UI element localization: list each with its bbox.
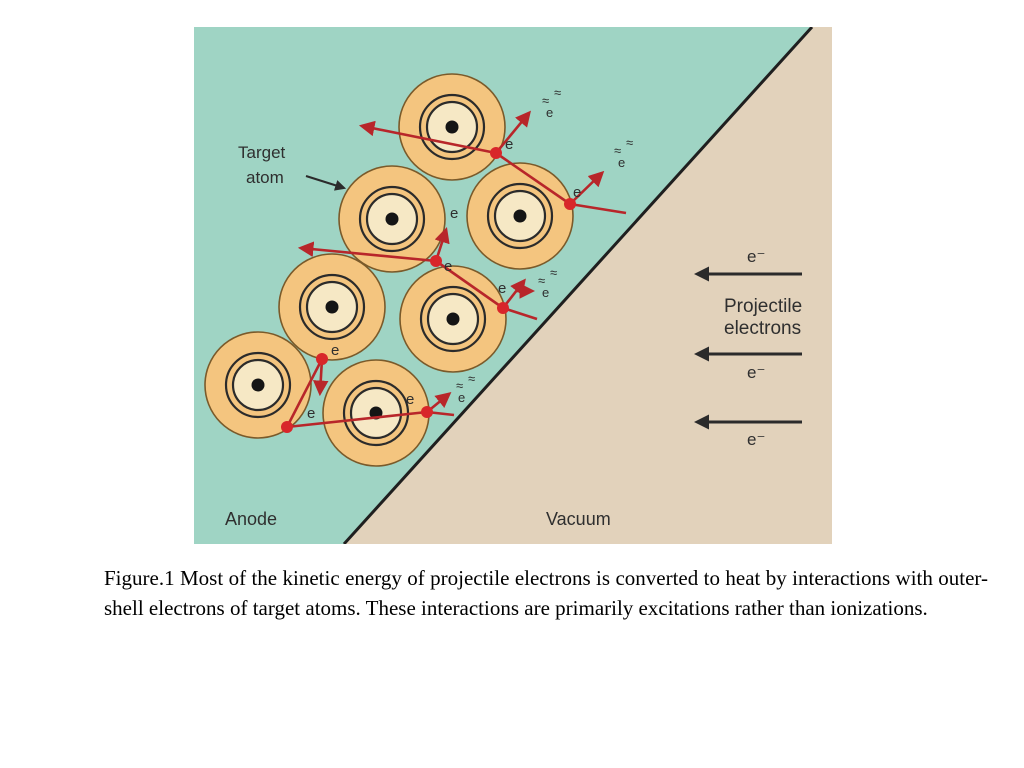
anode-surface-line (342, 27, 814, 544)
target-atom-label-line1: Target (238, 143, 286, 162)
vacuum-label: Vacuum (546, 509, 611, 529)
electron-dot (421, 406, 433, 418)
projectile-label-line2: electrons (724, 318, 801, 339)
heat-symbols: ≈ ≈ e ≈ ≈ e ≈ ≈ e ≈ ≈ e (456, 85, 633, 405)
heat-symbol: ≈ (542, 93, 549, 108)
target-atoms (204, 73, 574, 467)
anode-label: Anode (225, 509, 277, 529)
incoming-electron-label: e⁻ (747, 430, 765, 449)
electron-label: e (444, 258, 452, 275)
target-atom (322, 359, 430, 467)
electron-label: e (546, 105, 553, 120)
heat-symbol: ≈ (456, 378, 463, 393)
electron-dot (430, 255, 442, 267)
electron-label: e (573, 184, 581, 201)
incoming-electron-label: e⁻ (747, 363, 765, 382)
electron-label: e (498, 280, 506, 297)
target-atom (278, 253, 386, 361)
heat-symbol: ≈ (614, 143, 621, 158)
heat-symbol: ≈ (538, 273, 545, 288)
electron-label: e (542, 285, 549, 300)
electron-label: e (450, 205, 458, 222)
electron-labels: e e e e e e e e (307, 136, 581, 422)
target-atom (204, 331, 312, 439)
electron-paths (285, 110, 627, 429)
electron-dot (281, 421, 293, 433)
electron-dot (564, 198, 576, 210)
electron-label: e (307, 405, 315, 422)
target-atom-pointer-arrow (305, 174, 347, 191)
target-atom (338, 165, 446, 273)
target-atom (398, 73, 506, 181)
heat-symbol: ≈ (468, 371, 475, 386)
incoming-electron-label: e⁻ (747, 247, 765, 266)
electron-label: e (505, 136, 513, 153)
electrons (281, 147, 576, 433)
electron-label: e (406, 391, 414, 408)
electron-label: e (458, 390, 465, 405)
electron-dot (316, 353, 328, 365)
projectile-electrons: e⁻ Projectile electrons e⁻ e⁻ (694, 247, 802, 449)
figure-caption: Figure.1 Most of the kinetic energy of p… (104, 566, 988, 620)
projectile-label-line1: Projectile (724, 296, 802, 317)
target-atom (399, 265, 507, 373)
electron-dot (490, 147, 502, 159)
heat-symbol: ≈ (554, 85, 561, 100)
electron-dot (497, 302, 509, 314)
target-atom (466, 162, 574, 270)
electron-label: e (618, 155, 625, 170)
target-atom-label-line2: atom (246, 168, 284, 187)
heat-symbol: ≈ (550, 265, 557, 280)
x-ray-target-diagram: e e e e e e e e ≈ ≈ e ≈ ≈ e ≈ ≈ e ≈ ≈ e … (194, 27, 832, 544)
electron-label: e (331, 342, 339, 359)
heat-symbol: ≈ (626, 135, 633, 150)
